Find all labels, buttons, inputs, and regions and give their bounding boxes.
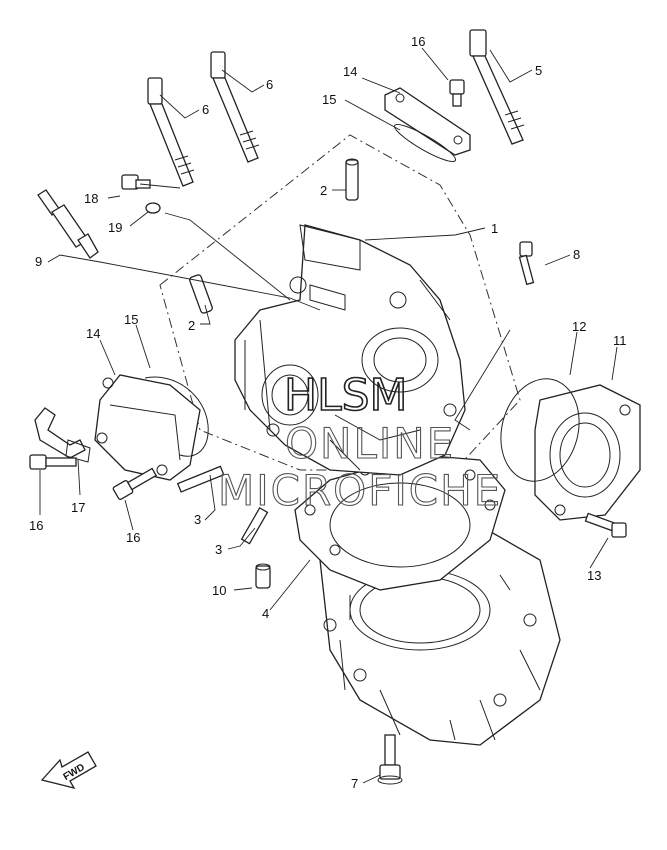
o-ring-15-top bbox=[393, 123, 457, 163]
callout-labels: 1 2 2 3 3 4 5 6 6 7 8 9 10 11 12 13 14 1… bbox=[29, 34, 627, 791]
callout-2-left: 2 bbox=[188, 318, 195, 333]
bolt-16-mid bbox=[112, 467, 158, 500]
callout-16-mid: 16 bbox=[126, 530, 140, 545]
stud-6-left bbox=[147, 77, 195, 187]
callout-3-upper: 3 bbox=[194, 512, 201, 527]
callout-17: 17 bbox=[71, 500, 85, 515]
bolt-16-left bbox=[29, 454, 77, 470]
bolt-8 bbox=[518, 241, 535, 286]
callout-18: 18 bbox=[84, 191, 98, 206]
callout-6-right: 6 bbox=[266, 77, 273, 92]
callout-5: 5 bbox=[535, 63, 542, 78]
bolt-13 bbox=[584, 512, 627, 538]
callout-11: 11 bbox=[613, 333, 627, 348]
bolt-7 bbox=[377, 734, 403, 785]
callout-7: 7 bbox=[351, 776, 358, 791]
stud-5 bbox=[469, 29, 525, 145]
watermark: HLSM ONLINE MICROFICHE bbox=[217, 369, 502, 515]
leader-lines bbox=[39, 47, 618, 784]
callout-14-left: 14 bbox=[86, 326, 100, 341]
dowel-10 bbox=[255, 563, 271, 589]
cylinder-head bbox=[234, 224, 466, 476]
bolt-18 bbox=[121, 174, 151, 190]
callout-14-top: 14 bbox=[343, 64, 357, 79]
assembly-dashed-outline bbox=[159, 134, 521, 471]
guide-2-top bbox=[345, 158, 359, 201]
breather-pipe-17 bbox=[34, 407, 91, 463]
callout-2-top: 2 bbox=[320, 183, 327, 198]
stud-3-upper bbox=[176, 465, 225, 493]
stud-3-lower bbox=[240, 507, 269, 545]
callout-3-lower: 3 bbox=[215, 542, 222, 557]
o-ring-15-left bbox=[144, 376, 209, 457]
fwd-arrow-icon: FWD bbox=[40, 751, 97, 790]
cap-14-top bbox=[384, 87, 471, 156]
watermark-line-2: ONLINE bbox=[285, 419, 455, 468]
spark-plug-9 bbox=[37, 189, 99, 259]
stud-6-right bbox=[210, 51, 260, 163]
callout-1: 1 bbox=[491, 221, 498, 236]
callout-16-left: 16 bbox=[29, 518, 43, 533]
callout-10: 10 bbox=[212, 583, 226, 598]
callout-15-left: 15 bbox=[124, 312, 138, 327]
callout-15-top: 15 bbox=[322, 92, 336, 107]
callout-13: 13 bbox=[587, 568, 601, 583]
callout-9: 9 bbox=[35, 254, 42, 269]
callout-4: 4 bbox=[262, 606, 269, 621]
watermark-line-1: HLSM bbox=[284, 370, 408, 421]
o-ring-12 bbox=[500, 378, 580, 482]
callout-8: 8 bbox=[573, 247, 580, 262]
washer-19 bbox=[145, 202, 161, 214]
callout-19: 19 bbox=[108, 220, 122, 235]
guide-2-left bbox=[189, 274, 213, 314]
joint-11 bbox=[534, 384, 641, 521]
head-gasket bbox=[294, 454, 506, 591]
bolt-16-top bbox=[449, 79, 465, 107]
watermark-line-3: MICROFICHE bbox=[218, 466, 502, 515]
callout-16-top: 16 bbox=[411, 34, 425, 49]
callout-12: 12 bbox=[572, 319, 586, 334]
cap-cover-14-left bbox=[94, 374, 201, 481]
callout-6-left: 6 bbox=[202, 102, 209, 117]
